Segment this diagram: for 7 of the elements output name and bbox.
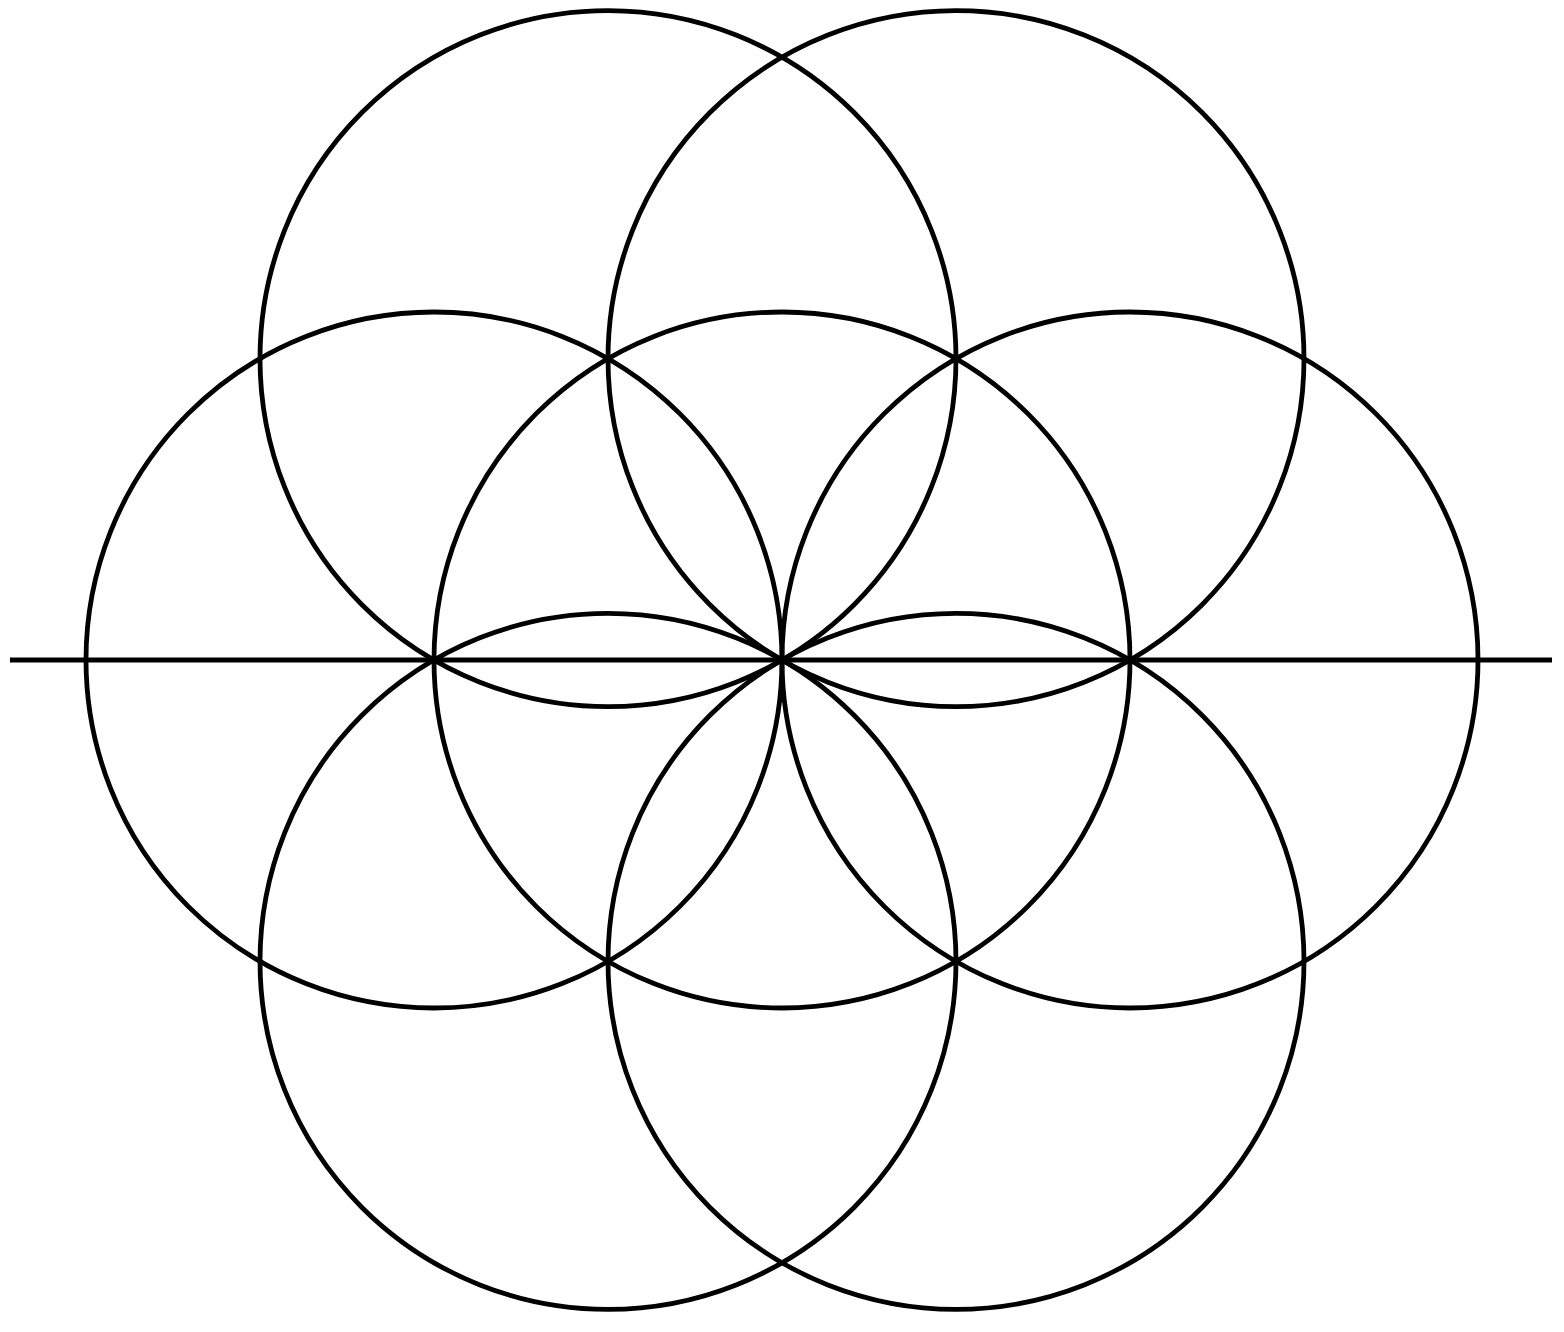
circle xyxy=(779,309,1481,1011)
circle xyxy=(83,309,785,1011)
circle xyxy=(605,8,1307,710)
circle xyxy=(257,610,959,1312)
circle xyxy=(605,610,1307,1312)
circle xyxy=(257,8,959,710)
circle xyxy=(431,309,1133,1011)
